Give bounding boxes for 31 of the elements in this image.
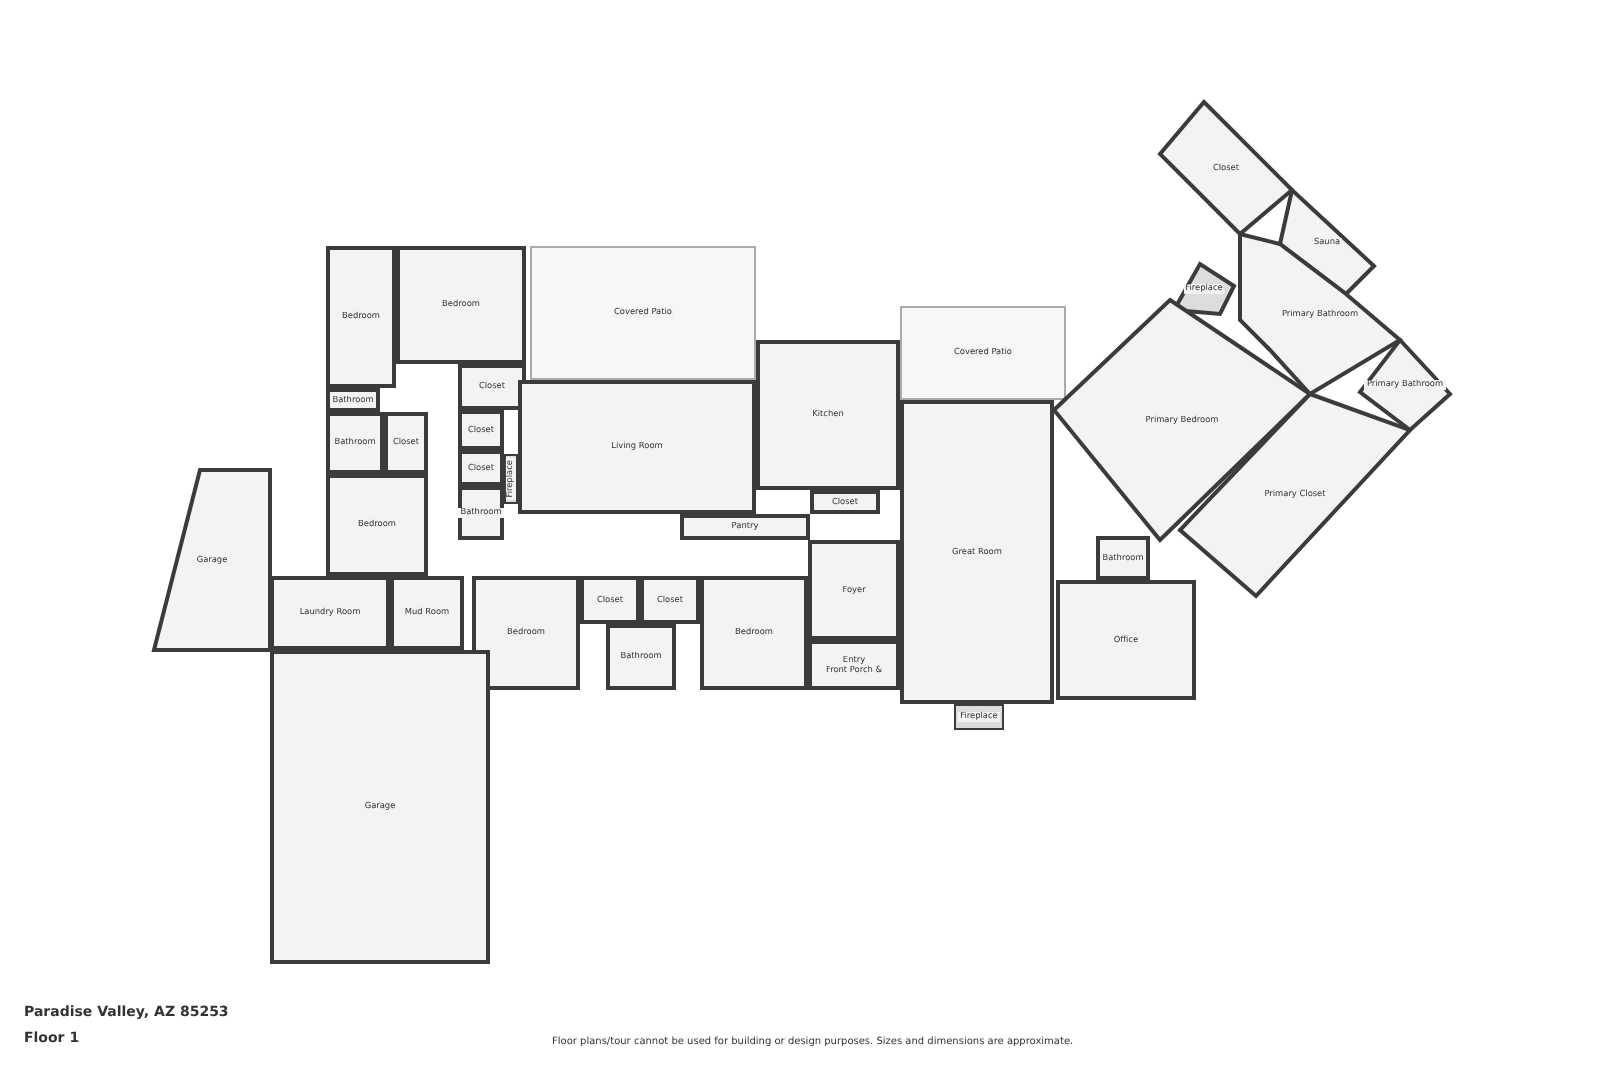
room-outline <box>458 364 526 410</box>
room-outline <box>640 576 700 624</box>
room-outline <box>808 540 900 640</box>
room-outline <box>326 412 384 474</box>
room-outline <box>396 246 526 364</box>
room-outline <box>270 576 390 650</box>
room-outline <box>756 340 900 490</box>
patio-outline <box>900 306 1066 400</box>
patio-outline <box>530 246 756 380</box>
fireplace-outline <box>954 704 1004 730</box>
room-outline <box>606 624 676 690</box>
room-outline <box>472 576 580 690</box>
room-outline <box>458 486 504 540</box>
room-outline <box>458 450 504 486</box>
room-outline <box>270 650 490 964</box>
room-outline <box>810 490 880 514</box>
room-outline <box>518 380 756 514</box>
room-outline <box>808 640 900 690</box>
room-outline <box>384 412 428 474</box>
room-outline <box>326 388 380 412</box>
room-outline <box>1056 580 1196 700</box>
room-outline <box>900 400 1054 704</box>
room-outline <box>390 576 464 650</box>
room-outline <box>580 576 640 624</box>
room-outline <box>700 576 808 690</box>
room-outline <box>680 514 810 540</box>
fireplace-outline <box>504 454 518 504</box>
room-outline <box>1096 536 1150 580</box>
room-outline <box>458 410 504 450</box>
room-outline <box>326 246 396 388</box>
room-outline <box>326 474 428 576</box>
